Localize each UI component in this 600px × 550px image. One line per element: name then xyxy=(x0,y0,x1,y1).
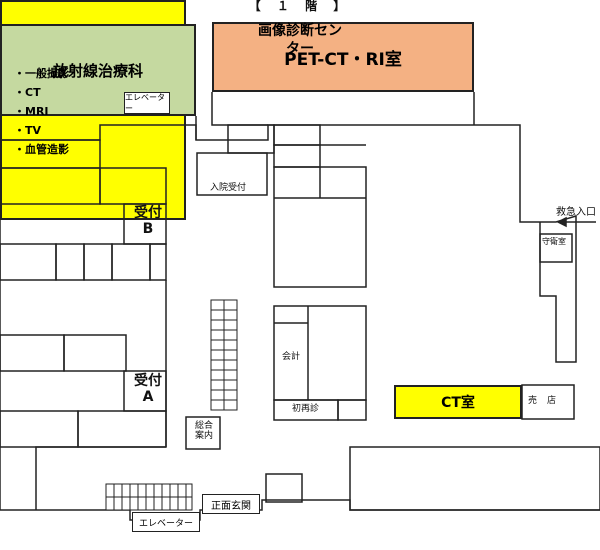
shop-label: 売店 xyxy=(528,396,567,406)
radiation-therapy-label: 放射線治療科 xyxy=(52,61,143,80)
guard-room-box xyxy=(539,233,573,263)
elevator-bottom-label: エレベーター xyxy=(138,518,193,529)
general-info-label: 総合 案内 xyxy=(191,421,217,442)
shop-box xyxy=(521,384,575,420)
info-desk xyxy=(185,416,221,450)
general-info-line-1: 総合 xyxy=(194,421,213,431)
emergency-arrow-icon xyxy=(556,216,596,228)
general-info-line-2: 案内 xyxy=(194,431,213,442)
walls xyxy=(0,92,600,521)
imaging-item-general: ・一般撮影 xyxy=(14,67,69,80)
left-mid-1 xyxy=(0,334,65,372)
lower-left-wall xyxy=(0,140,600,521)
lower-right-block xyxy=(349,446,600,511)
imaging-center-title: 画像診断セン ター xyxy=(0,22,600,58)
ct-room: CT室 xyxy=(394,385,522,419)
imaging-center-list: ・一般撮影 ・CT ・MRI ・TV ・血管造影 xyxy=(14,64,69,159)
main-entrance-label: 正面玄関 xyxy=(211,500,251,512)
left-low-2 xyxy=(77,410,167,448)
first-visit-label: 初再診 xyxy=(292,404,320,414)
imaging-item-ct: ・CT xyxy=(14,86,41,99)
main-entrance: 正面玄関 xyxy=(202,494,260,514)
left-room-3 xyxy=(99,167,167,205)
imaging-item-tv: ・TV xyxy=(14,124,42,137)
reception-a-label: 受付 A xyxy=(128,373,168,405)
reception-a-line-2: A xyxy=(142,389,154,406)
left-row-e xyxy=(149,243,167,281)
left-row-c xyxy=(83,243,113,281)
ct-room-label: CT室 xyxy=(441,395,475,411)
guard-room-label: 守衛室 xyxy=(542,237,566,246)
emergency-entrance-label: 救急入口 xyxy=(556,207,596,218)
elevator-top: エレベーター xyxy=(124,92,170,114)
centre-room-2 xyxy=(273,124,321,146)
accounting-label: 会計 xyxy=(282,352,301,362)
admission-reception-label: 入院受付 xyxy=(210,183,247,193)
left-row-a xyxy=(0,243,57,281)
reception-b-label: 受付 B xyxy=(128,205,168,237)
left-row-d xyxy=(111,243,151,281)
elevator-bottom: エレベーター xyxy=(132,512,200,532)
left-mid-2 xyxy=(63,334,127,372)
reception-b-line-2: B xyxy=(142,221,154,238)
centre-room-1 xyxy=(227,124,275,154)
pet-ct-ri-room: PET-CT・RI室 xyxy=(212,22,474,92)
reception-b-line-1: 受付 xyxy=(134,205,162,221)
left-row-b xyxy=(55,243,85,281)
pet-link-wall xyxy=(211,92,268,126)
stairs-bottom xyxy=(105,483,193,511)
imaging-item-mri: ・MRI xyxy=(14,105,49,118)
imaging-item-angiography: ・血管造影 xyxy=(14,143,69,156)
left-low-1 xyxy=(0,410,79,448)
first-visit-side xyxy=(337,399,367,421)
pet-ct-ri-label: PET-CT・RI室 xyxy=(284,49,402,70)
left-low-wall xyxy=(35,446,166,510)
lobby-kiosk xyxy=(265,473,303,503)
centre-room-3 xyxy=(273,144,321,168)
floor-title: 【 １ 階 】 xyxy=(248,0,352,13)
imaging-center-title-line-2: ター xyxy=(286,41,314,58)
left-room-2 xyxy=(0,167,101,205)
reception-a-line-1: 受付 xyxy=(134,373,162,389)
outer-wall xyxy=(0,116,577,363)
stairs-centre xyxy=(210,299,238,411)
imaging-center-title-line-1: 画像診断セン xyxy=(258,23,342,39)
elevator-top-label: エレベーター xyxy=(125,93,165,113)
